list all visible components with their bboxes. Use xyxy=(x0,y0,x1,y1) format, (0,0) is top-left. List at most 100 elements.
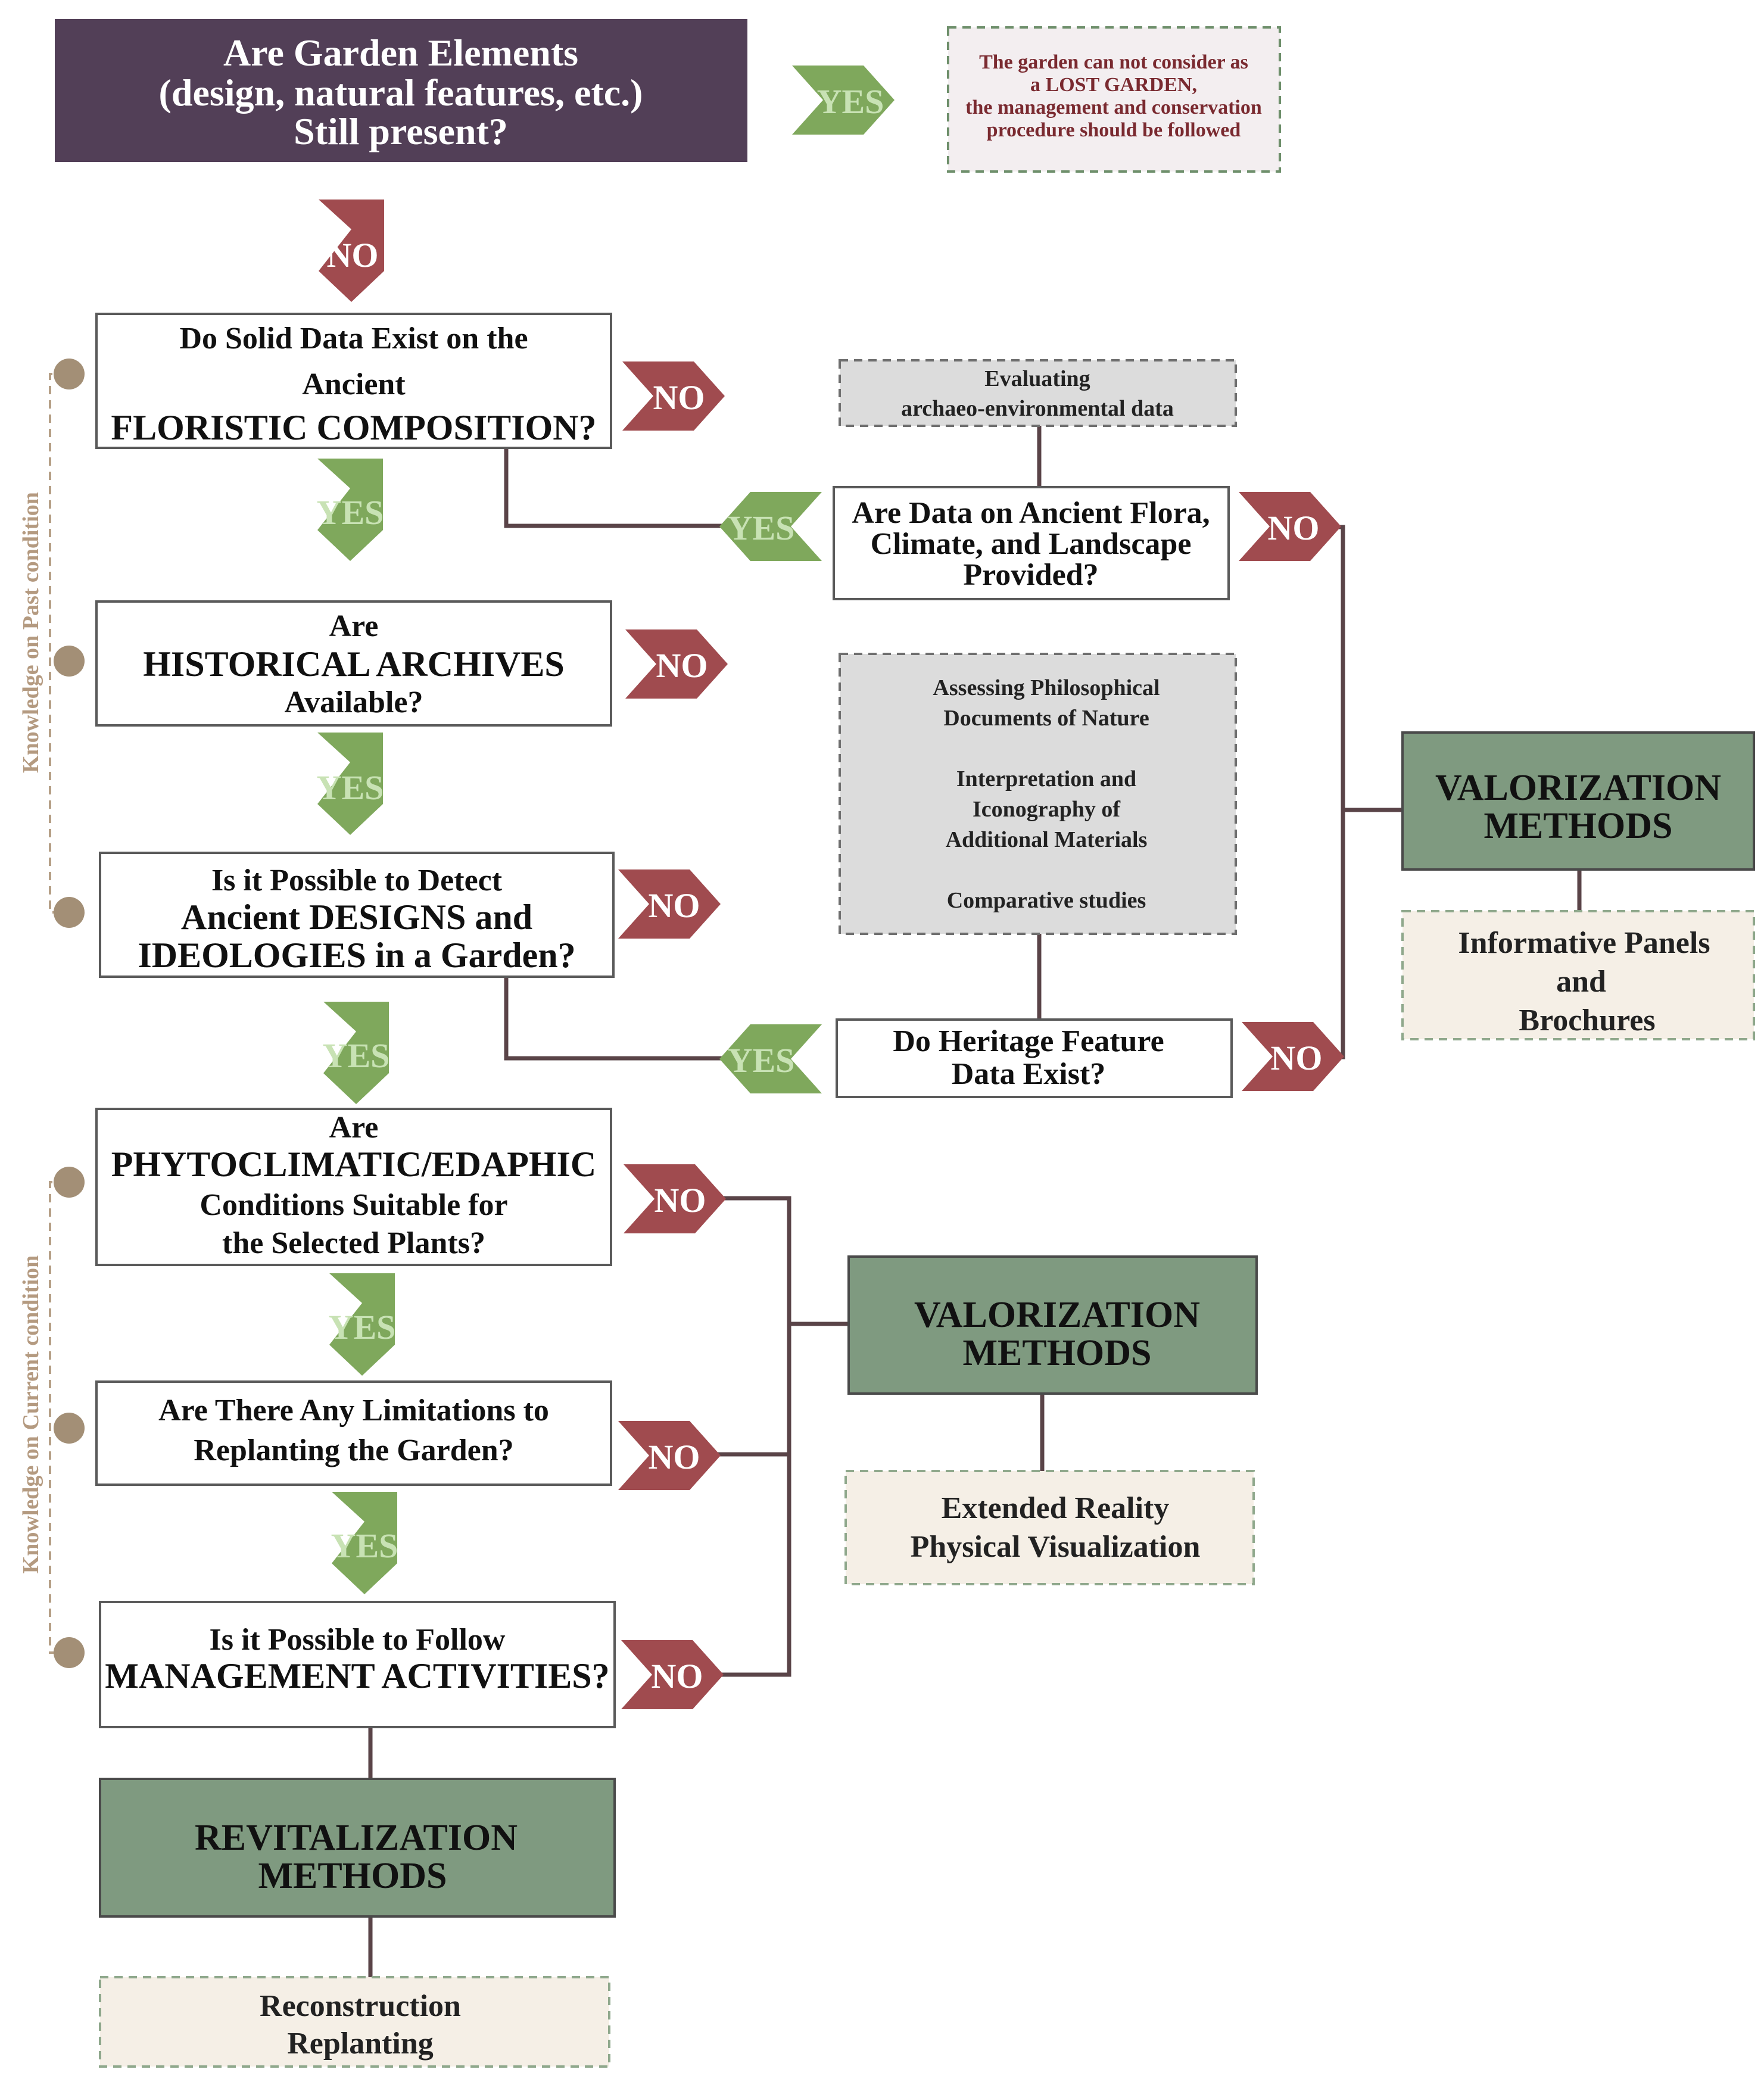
no-label: NO xyxy=(653,378,705,417)
assessing-line-1: Assessing Philosophical xyxy=(933,675,1160,700)
yes-label: YES xyxy=(323,1036,390,1075)
yes-label: YES xyxy=(317,493,384,532)
connector-q3-to-heritage xyxy=(504,977,727,1061)
yes-arrow-q1: YES xyxy=(317,459,384,561)
assessing-documents-box: Assessing Philosophical Documents of Nat… xyxy=(839,653,1237,935)
valorization-1-item-2: and xyxy=(1556,965,1606,999)
assessing-line-5: Iconography of xyxy=(973,797,1121,822)
valorization-2-title-1: VALORIZATION xyxy=(914,1295,1200,1335)
heritage-line-1: Do Heritage Feature xyxy=(893,1024,1164,1058)
q5-line-2: Replanting the Garden? xyxy=(194,1433,513,1467)
flora-line-2: Climate, and Landscape xyxy=(871,527,1192,561)
question-phytoclimatic-conditions: Are PHYTOCLIMATIC/EDAPHIC Conditions Sui… xyxy=(95,1108,612,1266)
extended-reality-box: Extended Reality Physical Visualization xyxy=(844,1470,1255,1585)
no-label: NO xyxy=(1271,1039,1323,1077)
q3-line-1: Is it Possible to Detect xyxy=(211,864,503,897)
start-line-3: Still present? xyxy=(294,110,508,152)
bracket-dot xyxy=(54,1167,85,1198)
current-condition-bracket: Knowledge on Current condition xyxy=(18,1167,85,1668)
valorization-2-title-2: METHODS xyxy=(963,1333,1152,1373)
assessing-line-6: Additional Materials xyxy=(946,827,1148,852)
question-heritage-feature-data: Do Heritage Feature Data Exist? xyxy=(836,1018,1233,1098)
q4-line-4: the Selected Plants? xyxy=(222,1226,485,1260)
assessing-line-2: Documents of Nature xyxy=(943,706,1149,731)
evaluating-line-2: archaeo-environmental data xyxy=(901,396,1174,421)
revitalization-methods-box: REVITALIZATION METHODS xyxy=(99,1778,616,1918)
yes-arrow-q4: YES xyxy=(329,1273,396,1376)
start-question: Are Garden Elements (design, natural fea… xyxy=(55,19,747,162)
question-designs-ideologies: Is it Possible to Detect Ancient DESIGNS… xyxy=(99,852,615,978)
connector-flora-no-to-valorization xyxy=(1334,525,1345,1059)
no-arrow-heritage: NO xyxy=(1242,1022,1344,1091)
no-label: NO xyxy=(649,886,700,925)
q4-line-3: Conditions Suitable for xyxy=(200,1188,507,1222)
q2-line-1: Are xyxy=(329,609,379,643)
yes-label: YES xyxy=(317,768,384,807)
connector-q1-to-flora xyxy=(504,448,727,528)
note-line-3: the management and conservation xyxy=(965,96,1262,119)
question-floristic-composition: Do Solid Data Exist on the Ancient FLORI… xyxy=(95,313,612,449)
q6-line-1: Is it Possible to Follow xyxy=(210,1623,506,1657)
yes-label: YES xyxy=(728,1041,795,1080)
q3-line-2: Ancient DESIGNS and xyxy=(181,897,532,937)
valorization-methods-box-1: VALORIZATION METHODS xyxy=(1401,731,1755,871)
question-management-activities: Is it Possible to Follow MANAGEMENT ACTI… xyxy=(99,1601,616,1728)
no-arrow-q2: NO xyxy=(625,629,728,699)
assessing-line-4: Interpretation and xyxy=(956,766,1136,791)
bracket-dot xyxy=(54,1637,85,1668)
evaluating-line-1: Evaluating xyxy=(984,366,1090,391)
no-label: NO xyxy=(652,1657,703,1696)
start-line-2: (design, natural features, etc.) xyxy=(159,71,643,114)
no-arrow-q6: NO xyxy=(621,1640,724,1709)
valorization-2-item-2: Physical Visualization xyxy=(911,1530,1201,1564)
yes-arrow-q2: YES xyxy=(317,733,384,835)
q4-line-1: Are xyxy=(329,1111,379,1145)
bracket-dot xyxy=(54,1413,85,1444)
flora-line-1: Are Data on Ancient Flora, xyxy=(852,496,1210,530)
no-arrow-q4: NO xyxy=(624,1164,726,1233)
no-arrow-start: NO xyxy=(319,200,384,302)
note-line-4: procedure should be followed xyxy=(987,119,1241,141)
q5-line-1: Are There Any Limitations to xyxy=(158,1394,549,1428)
yes-arrow-start: YES xyxy=(792,66,895,135)
yes-arrow-q5: YES xyxy=(331,1492,398,1594)
question-historical-archives: Are HISTORICAL ARCHIVES Available? xyxy=(95,600,612,727)
yes-label: YES xyxy=(329,1308,396,1347)
q2-line-2: HISTORICAL ARCHIVES xyxy=(143,644,564,684)
q1-line-2: Ancient xyxy=(302,367,406,401)
yes-arrow-q3: YES xyxy=(323,1002,390,1104)
q3-line-3: IDEOLOGIES in a Garden? xyxy=(138,936,575,975)
yes-arrow-heritage: YES xyxy=(719,1024,822,1093)
no-label: NO xyxy=(655,1181,706,1220)
flora-line-3: Provided? xyxy=(963,558,1098,592)
no-label: NO xyxy=(656,646,708,685)
valorization-1-item-3: Brochures xyxy=(1519,1003,1655,1037)
yes-label: YES xyxy=(817,82,884,121)
reconstruction-replanting-box: Reconstruction Replanting xyxy=(99,1976,610,2068)
no-arrow-q1: NO xyxy=(622,361,725,431)
note-line-1: The garden can not consider as xyxy=(979,51,1248,73)
heritage-line-2: Data Exist? xyxy=(952,1057,1106,1091)
question-ancient-flora-data: Are Data on Ancient Flora, Climate, and … xyxy=(833,486,1230,600)
yes-label: YES xyxy=(728,509,795,547)
not-lost-garden-note: The garden can not consider as a LOST GA… xyxy=(947,26,1281,173)
valorization-1-item-1: Informative Panels xyxy=(1458,926,1710,960)
revitalization-item-2: Replanting xyxy=(287,2027,434,2061)
valorization-1-title-1: VALORIZATION xyxy=(1435,768,1721,808)
connector-current-no-spine xyxy=(706,1196,791,1677)
revitalization-title-2: METHODS xyxy=(258,1856,447,1896)
q1-line-1: Do Solid Data Exist on the xyxy=(179,322,528,356)
side-label-current: Knowledge on Current condition xyxy=(18,1255,43,1574)
question-replanting-limitations: Are There Any Limitations to Replanting … xyxy=(95,1380,612,1486)
evaluating-archaeo-environmental-data: Evaluating archaeo-environmental data xyxy=(839,359,1237,427)
revitalization-title-1: REVITALIZATION xyxy=(195,1818,518,1858)
q1-line-3: FLORISTIC COMPOSITION? xyxy=(111,408,596,447)
revitalization-item-1: Reconstruction xyxy=(260,1989,461,2023)
past-condition-bracket: Knowledge on Past condition xyxy=(18,359,85,928)
bracket-dot xyxy=(54,897,85,928)
bracket-dot xyxy=(54,646,85,677)
note-line-2: a LOST GARDEN, xyxy=(1030,74,1197,96)
start-line-1: Are Garden Elements xyxy=(223,32,578,74)
informative-panels-box: Informative Panels and Brochures xyxy=(1401,910,1755,1040)
